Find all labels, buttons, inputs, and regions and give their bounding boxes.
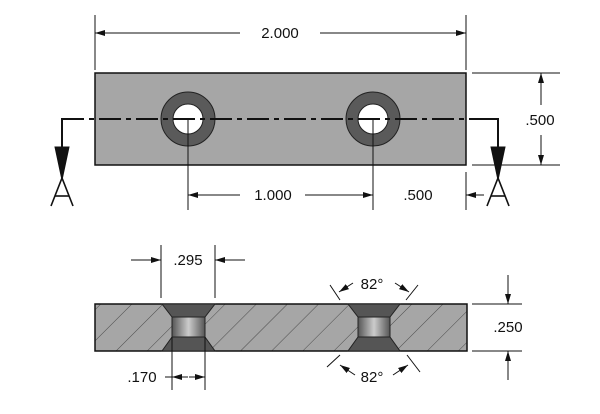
dim-text-angle-top: 82° (361, 276, 384, 293)
section-label-right: A (495, 204, 496, 207)
dim-thru-hole (165, 337, 206, 390)
plate-section-hatch (94, 303, 468, 352)
dim-text-overall-length: 2.000 (261, 25, 299, 42)
dim-overall-length (94, 15, 467, 70)
section-arrow-left-icon (54, 146, 70, 181)
section-view: .295 .170 82° 82° .250 (94, 245, 523, 390)
dim-angle-top (329, 282, 419, 301)
dim-text-hole-spacing: 1.000 (254, 187, 292, 204)
section-letter-left (50, 175, 74, 207)
dim-angle-bottom (326, 354, 421, 376)
dim-hole-spacing (187, 119, 484, 210)
dim-text-countersink-diameter: .295 (173, 252, 202, 269)
section-label-left: A (55, 204, 56, 207)
dim-text-thru-hole: .170 (127, 369, 156, 386)
section-arrow-right-icon (490, 146, 506, 181)
dim-text-edge-to-hole: .500 (403, 187, 432, 204)
section-letter-right (486, 175, 510, 207)
dim-countersink-diameter (131, 245, 245, 298)
dim-text-thickness: .250 (493, 319, 522, 336)
dim-text-height: .500 (525, 112, 554, 129)
section-line (54, 118, 506, 181)
countersink-right (346, 303, 402, 352)
dim-height (472, 72, 560, 166)
countersink-left (160, 303, 217, 352)
dim-thickness (472, 275, 522, 380)
top-view: A A 2.000 .500 1.000 .500 (50, 15, 560, 210)
dim-text-angle-bottom: 82° (361, 369, 384, 386)
